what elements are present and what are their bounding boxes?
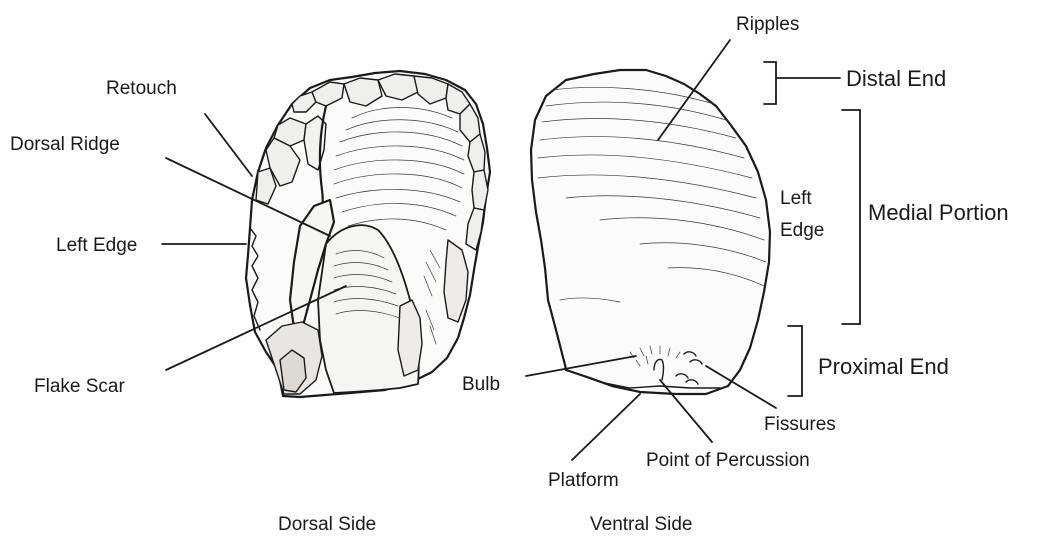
label-proximal-end: Proximal End [818, 354, 949, 379]
label-platform: Platform [548, 470, 619, 491]
ventral-flake-outline [531, 70, 770, 394]
label-dorsal-ridge: Dorsal Ridge [10, 134, 120, 155]
label-bulb: Bulb [462, 374, 500, 395]
label-flake-scar: Flake Scar [34, 376, 125, 397]
bracket-medial [842, 110, 860, 324]
ventral-flake-drawing [531, 70, 770, 394]
label-fissures: Fissures [764, 414, 836, 435]
leader-platform [572, 394, 640, 460]
bracket-proximal [788, 326, 802, 396]
retouch-scar [472, 170, 488, 210]
bracket-distal [764, 62, 840, 104]
leader-retouch [205, 114, 252, 176]
dorsal-flake-drawing [246, 71, 490, 397]
label-left-edge-dorsal: Left Edge [56, 235, 137, 256]
caption-ventral-side: Ventral Side [590, 514, 692, 535]
label-left-edge-ventral-line1: Left [780, 188, 812, 209]
caption-dorsal-side: Dorsal Side [278, 514, 376, 535]
label-medial-portion: Medial Portion [868, 200, 1009, 225]
label-ripples: Ripples [736, 14, 799, 35]
label-retouch: Retouch [106, 78, 177, 99]
label-point-of-percussion: Point of Percussion [646, 450, 810, 471]
label-left-edge-ventral-line2: Edge [780, 220, 824, 241]
label-distal-end: Distal End [846, 66, 946, 91]
